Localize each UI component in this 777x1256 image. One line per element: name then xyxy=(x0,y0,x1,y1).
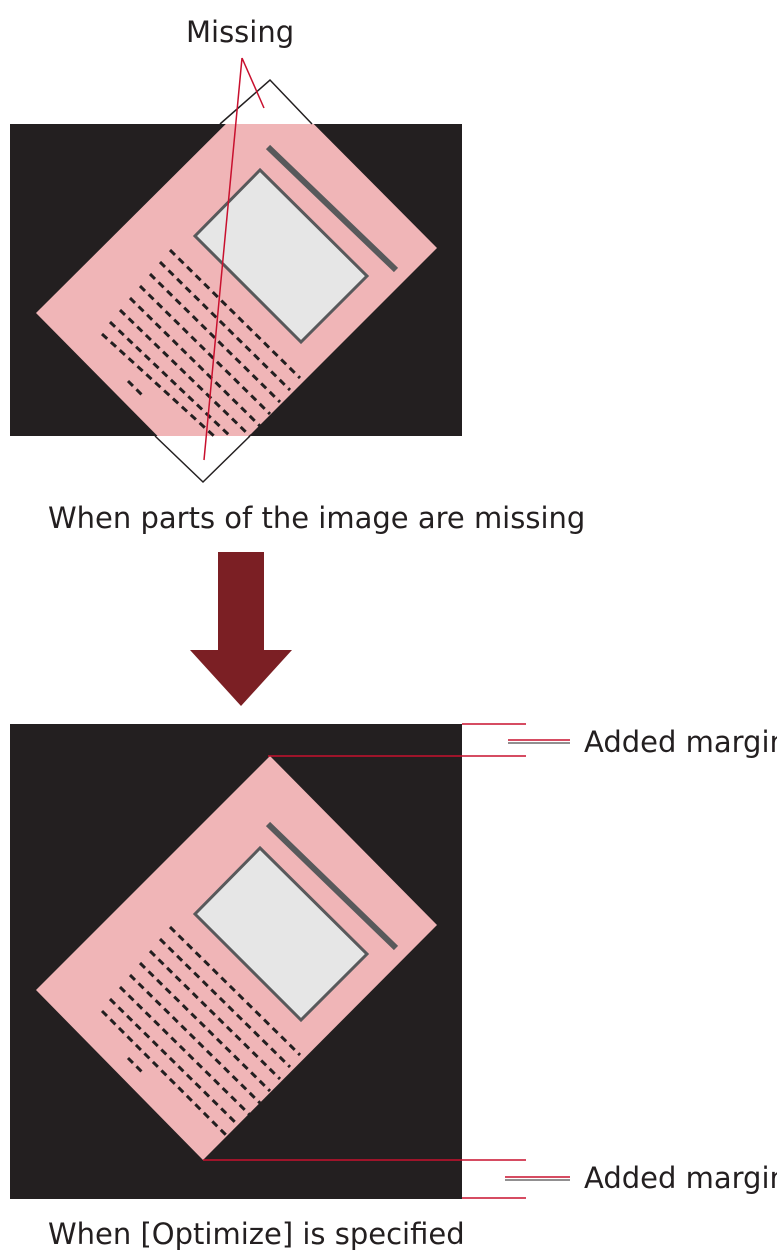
added-margin-label-bottom: Added margin xyxy=(584,1161,777,1195)
bottom-panel: Added margin Added margin When [Optimize… xyxy=(10,724,777,1251)
transition-down-arrow xyxy=(190,552,292,706)
caption-top: When parts of the image are missing xyxy=(48,501,585,535)
missing-corner-outline-top xyxy=(220,80,312,124)
missing-label: Missing xyxy=(186,15,294,49)
caption-bottom: When [Optimize] is specified xyxy=(48,1217,465,1251)
top-panel: Missing When parts of the image are miss… xyxy=(10,15,585,535)
added-margin-label-top: Added margin xyxy=(584,725,777,759)
missing-corner-outline-bottom xyxy=(155,436,250,482)
